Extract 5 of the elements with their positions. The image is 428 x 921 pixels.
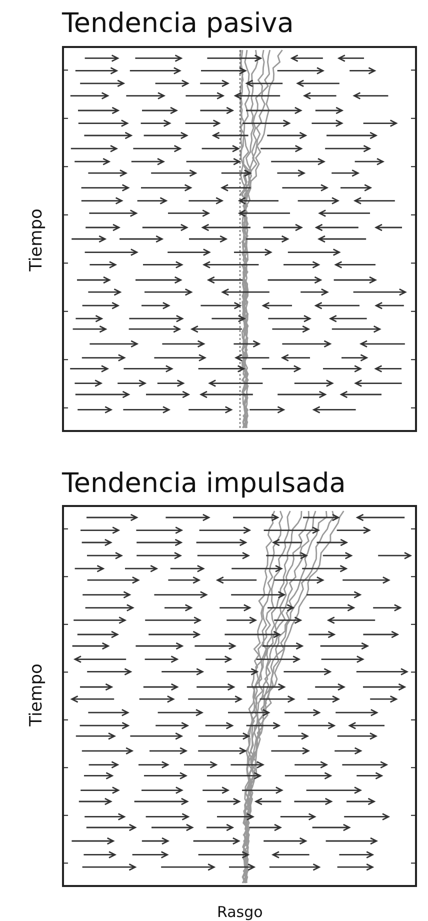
axis-label: Tiempo bbox=[26, 208, 46, 272]
axis-label: Tiempo bbox=[26, 664, 46, 726]
panel-title: Tendencia pasiva bbox=[62, 8, 294, 39]
panel-title: Tendencia impulsada bbox=[62, 468, 346, 499]
axis-label: Rasgo bbox=[217, 903, 263, 921]
